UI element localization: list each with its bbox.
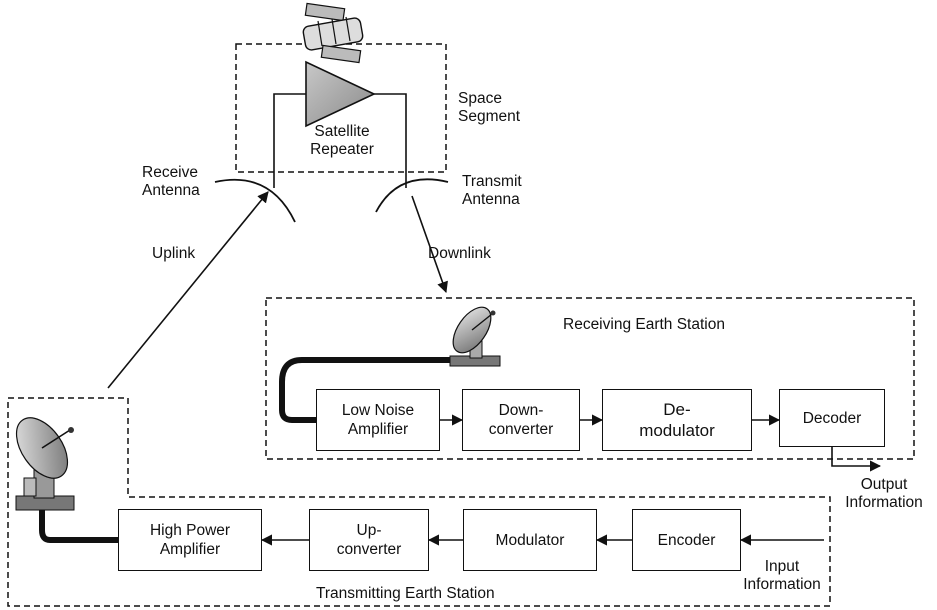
output-information-label: Output Information — [834, 476, 934, 512]
down-converter-line-2: converter — [488, 421, 554, 438]
space-segment-label-line-1: Space — [458, 90, 502, 107]
high-power-amplifier-line-1: High Power — [149, 522, 231, 539]
demodulator-line-2: modulator — [639, 421, 715, 440]
low-noise-amplifier-line-1: Low Noise — [341, 402, 415, 419]
up-converter-block: Up- converter — [309, 509, 429, 571]
input-information-label: Input Information — [734, 558, 830, 594]
input-information-line-1: Input — [764, 558, 800, 575]
decoder-block: Decoder — [779, 389, 885, 447]
transmit-antenna-label-line-1: Transmit — [462, 173, 522, 190]
transmitting-station-title: Transmitting Earth Station — [316, 585, 495, 602]
satellite-repeater-label: Satellite Repeater — [305, 123, 379, 159]
decoder-line-1: Decoder — [802, 409, 862, 427]
transmit-feed-cable — [39, 510, 118, 543]
uplink-arrow — [107, 191, 269, 389]
repeater-output-wire — [374, 93, 407, 188]
demodulator-line-1: De- — [663, 400, 691, 419]
high-power-amplifier-block: High Power Amplifier — [118, 509, 262, 571]
up-converter-line-2: converter — [336, 541, 402, 558]
receiving-station-title: Receiving Earth Station — [563, 316, 725, 333]
receive-antenna-label-line-1: Receive — [142, 164, 198, 181]
demodulator-block: De- modulator — [602, 389, 752, 451]
receiving-station-boundary — [265, 297, 915, 460]
transmit-dish-icon — [15, 417, 75, 511]
down-converter-block: Down- converter — [462, 389, 580, 451]
decoder-output-arrow — [831, 447, 882, 472]
transmitting-station-boundary — [7, 397, 831, 607]
transmit-antenna-label-line-2: Antenna — [462, 191, 520, 208]
output-information-line-2: Information — [845, 494, 923, 511]
receive-antenna-label-line-2: Antenna — [142, 182, 200, 199]
satellite-icon — [302, 2, 364, 64]
transmit-antenna-icon — [375, 178, 449, 213]
transmit-antenna-label: Transmit Antenna — [462, 173, 522, 209]
repeater-input-wire — [273, 93, 306, 188]
receive-antenna-label: Receive Antenna — [142, 164, 200, 200]
downlink-arrow — [411, 195, 448, 294]
input-information-line-2: Information — [743, 576, 821, 593]
receive-feed-cable — [279, 357, 452, 423]
uplink-label: Uplink — [152, 245, 196, 262]
up-converter-line-1: Up- — [356, 522, 382, 539]
receive-antenna-icon — [214, 178, 296, 223]
modulator-block: Modulator — [463, 509, 597, 571]
space-segment-label: Space Segment — [458, 90, 520, 126]
repeater-amplifier-icon — [305, 60, 376, 128]
encoder-block: Encoder — [632, 509, 741, 571]
encoder-line-1: Encoder — [657, 531, 716, 549]
low-noise-amplifier-block: Low Noise Amplifier — [316, 389, 440, 451]
satellite-repeater-label-line-1: Satellite — [314, 123, 370, 140]
low-noise-amplifier-line-2: Amplifier — [347, 421, 409, 438]
space-segment-label-line-2: Segment — [458, 108, 521, 125]
receive-dish-icon — [449, 306, 501, 367]
down-converter-line-1: Down- — [498, 402, 544, 419]
modulator-line-1: Modulator — [495, 531, 565, 549]
output-information-line-1: Output — [860, 476, 908, 493]
high-power-amplifier-line-2: Amplifier — [159, 541, 221, 558]
downlink-label: Downlink — [428, 245, 491, 262]
satellite-repeater-label-line-2: Repeater — [310, 141, 374, 158]
